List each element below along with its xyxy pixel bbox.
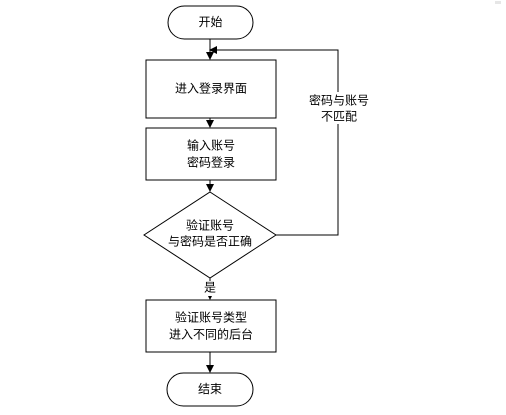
input-account-label-line1: 输入账号 [187,138,235,153]
end-label: 结束 [198,382,222,396]
mismatch-label-line1: 密码与账号 [309,93,369,108]
yes-label: 是 [204,281,216,295]
dispatch-label-line1: 验证账号类型 [175,310,247,325]
dispatch-node: 验证账号类型 进入不同的后台 [145,299,277,353]
corner-mark [495,1,501,4]
input-account-label-line2: 密码登录 [187,155,235,170]
enter-login-label: 进入登录界面 [175,81,247,96]
edge-mismatch-loop [209,46,339,236]
verify-label-line2: 与密码是否正确 [168,234,252,249]
verify-label-line1: 验证账号 [186,218,234,233]
end-node: 结束 [166,372,254,407]
yes-edge-label: 是 [203,281,217,296]
input-account-node: 输入账号 密码登录 [145,127,277,181]
verify-decision-node: 验证账号 与密码是否正确 [143,191,277,279]
mismatch-label-line2: 不匹配 [321,110,357,124]
start-label: 开始 [198,15,222,29]
dispatch-label-line2: 进入不同的后台 [169,327,253,342]
mismatch-edge-label: 密码与账号 不匹配 [306,92,372,124]
start-node: 开始 [167,5,254,40]
enter-login-node: 进入登录界面 [145,59,277,119]
